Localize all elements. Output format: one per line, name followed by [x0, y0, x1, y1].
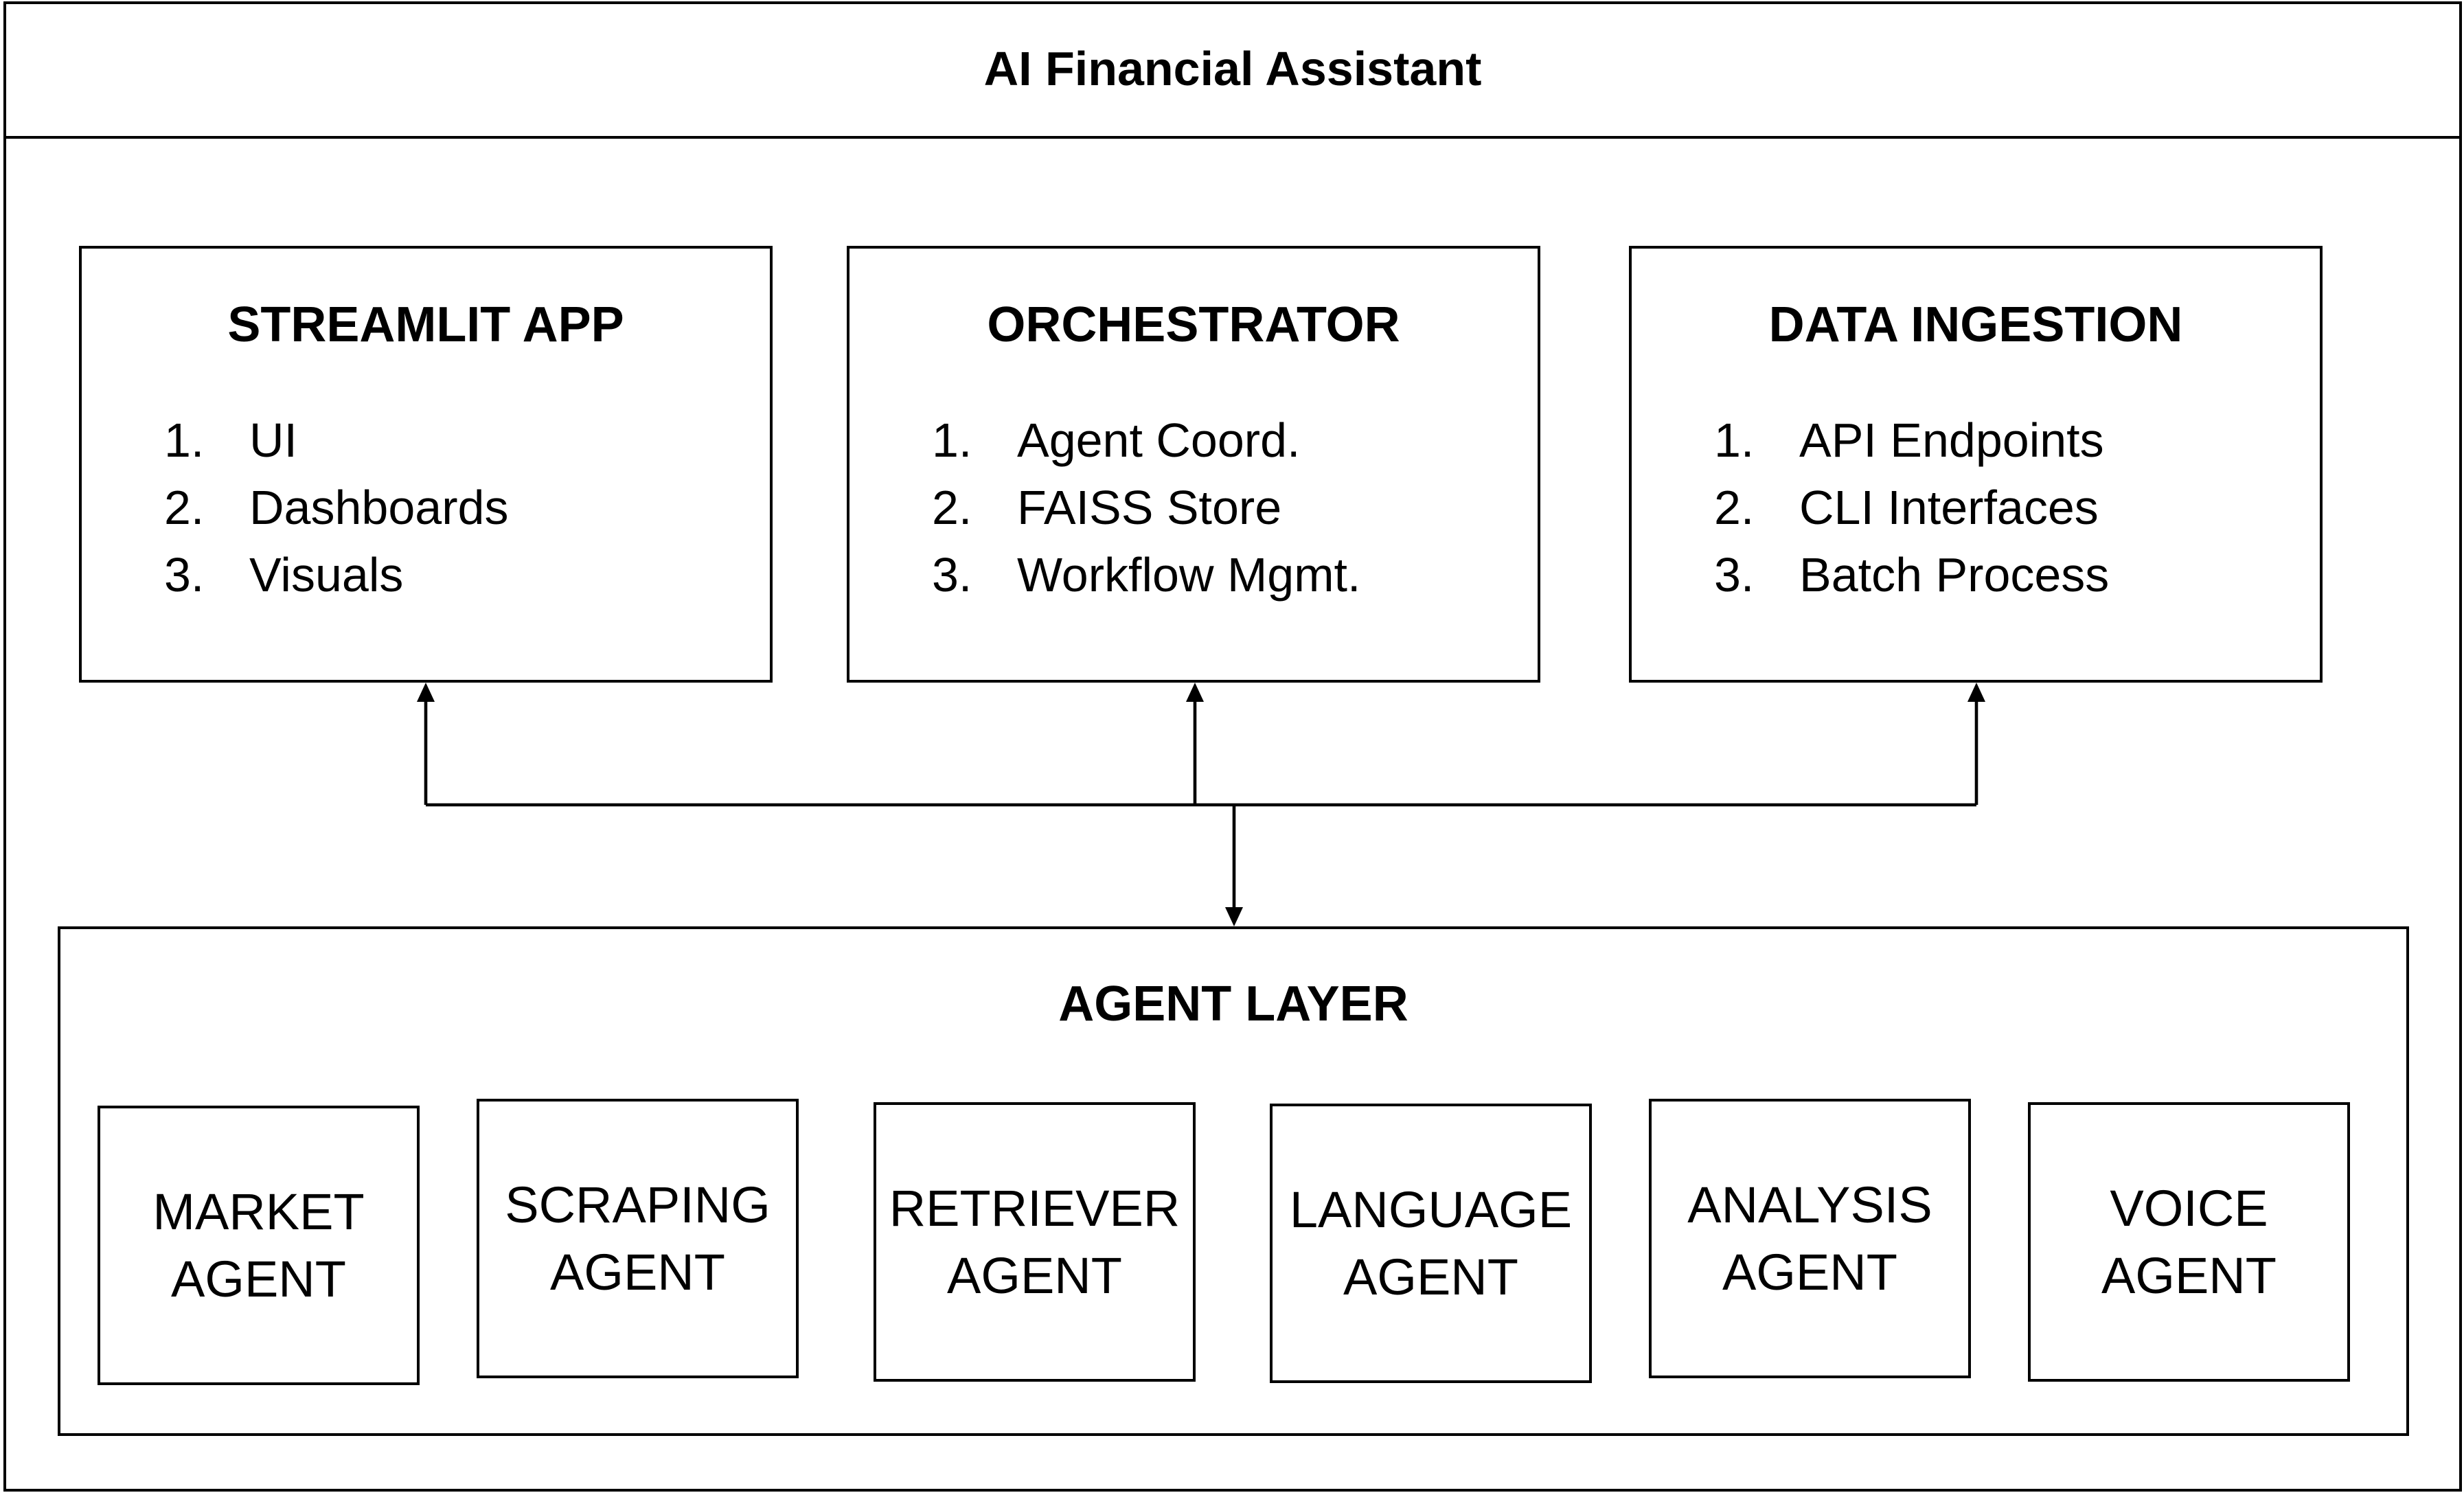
streamlit-app-box: STREAMLIT APP 1.UI 2.Dashboards 3.Visual… — [79, 246, 773, 683]
list-item: 2.Dashboards — [164, 481, 509, 534]
agent-label: LANGUAGE AGENT — [1289, 1180, 1573, 1305]
title-bar: AI Financial Assistant — [3, 1, 2462, 139]
list-item: 1.UI — [164, 413, 297, 467]
agent-layer-box: AGENT LAYER — [58, 926, 2409, 1436]
streamlit-app-list: 1.UI 2.Dashboards 3.Visuals — [164, 407, 508, 608]
market-agent-box: MARKET AGENT — [98, 1106, 420, 1385]
analysis-agent-box: ANALYSIS AGENT — [1649, 1099, 1971, 1378]
data-ingestion-title: DATA INGESTION — [1768, 297, 2183, 352]
orchestrator-title: ORCHESTRATOR — [987, 297, 1400, 352]
streamlit-app-title: STREAMLIT APP — [227, 297, 624, 352]
list-item: 3.Workflow Mgmt. — [932, 548, 1361, 602]
list-item: 1.API Endpoints — [1714, 413, 2104, 467]
list-item: 1.Agent Coord. — [932, 413, 1301, 467]
retriever-agent-box: RETRIEVER AGENT — [874, 1102, 1196, 1382]
scraping-agent-box: SCRAPING AGENT — [477, 1099, 799, 1378]
orchestrator-list: 1.Agent Coord. 2.FAISS Store 3.Workflow … — [932, 407, 1360, 608]
agent-layer-title: AGENT LAYER — [1058, 977, 1408, 1031]
orchestrator-box: ORCHESTRATOR 1.Agent Coord. 2.FAISS Stor… — [847, 246, 1540, 683]
list-item: 2.CLI Interfaces — [1714, 481, 2099, 534]
agent-label: SCRAPING AGENT — [505, 1176, 771, 1301]
diagram-title: AI Financial Assistant — [983, 42, 1482, 95]
agent-label: ANALYSIS AGENT — [1687, 1176, 1932, 1301]
list-item: 3.Batch Process — [1714, 548, 2110, 602]
agent-label: VOICE AGENT — [2101, 1179, 2277, 1304]
language-agent-box: LANGUAGE AGENT — [1270, 1104, 1592, 1383]
list-item: 3.Visuals — [164, 548, 404, 602]
agent-label: RETRIEVER AGENT — [889, 1179, 1180, 1304]
data-ingestion-box: DATA INGESTION 1.API Endpoints 2.CLI Int… — [1629, 246, 2323, 683]
agent-label: MARKET AGENT — [152, 1183, 365, 1308]
voice-agent-box: VOICE AGENT — [2028, 1102, 2350, 1382]
data-ingestion-list: 1.API Endpoints 2.CLI Interfaces 3.Batch… — [1714, 407, 2109, 608]
list-item: 2.FAISS Store — [932, 481, 1282, 534]
